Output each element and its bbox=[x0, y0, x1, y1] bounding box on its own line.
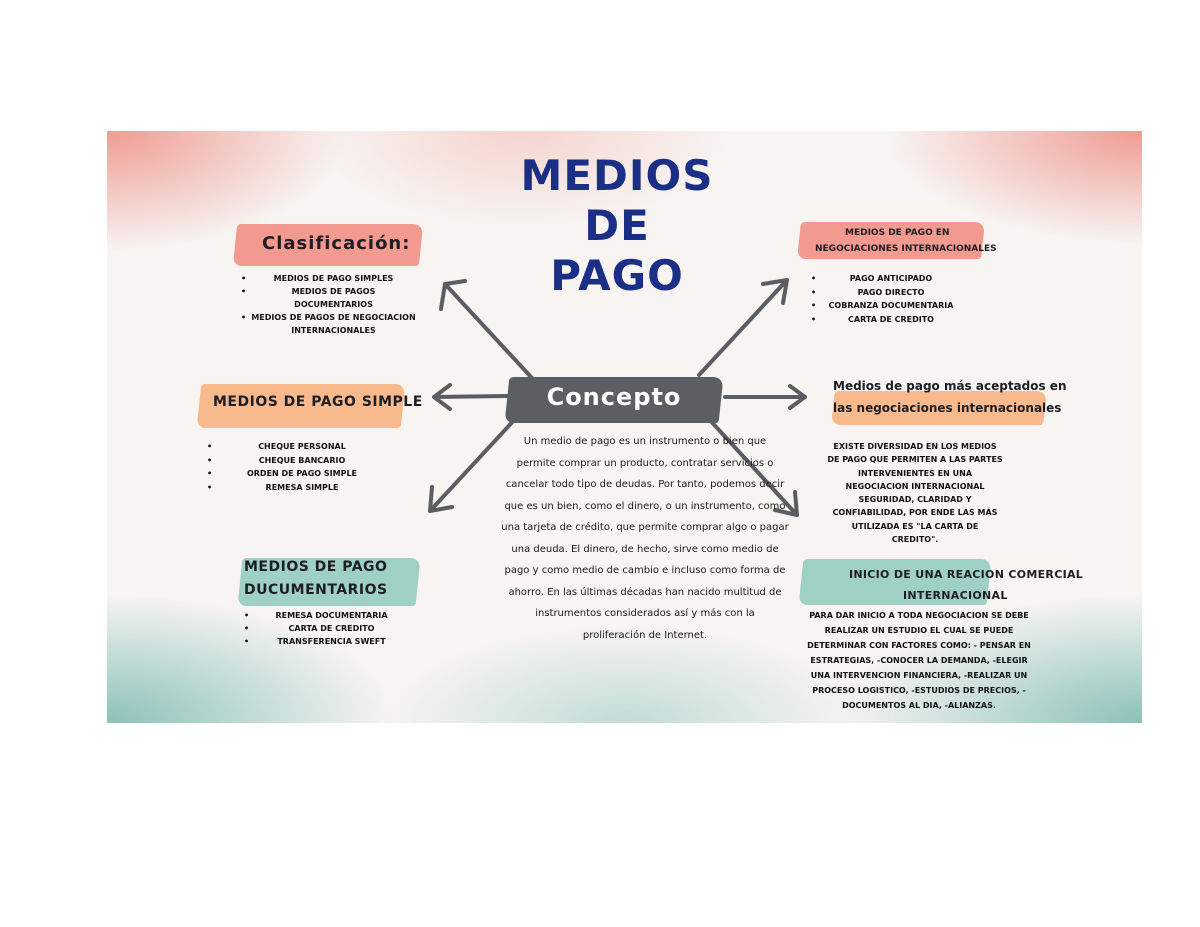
clasificacion-title: Clasificación: bbox=[262, 233, 411, 254]
main-title-line-2: PAGO bbox=[550, 251, 684, 300]
clasificacion-item-2: MEDIOS DE PAGOS DOCUMENTARIOS bbox=[241, 285, 426, 311]
concepto-line-9: instrumentos considerados así y más con … bbox=[535, 608, 755, 619]
concepto-line-2: permite comprar un producto, contratar s… bbox=[516, 457, 774, 469]
main-title-line-1: MEDIOS DE bbox=[520, 151, 714, 250]
inicio-line-1: PARA DAR INICIO A TODA NEGOCIACION SE DE… bbox=[809, 611, 1029, 620]
arrow-to-internacionales bbox=[697, 278, 789, 377]
aceptados-line-6: CONFIABILIDAD, POR ENDE LAS MÁS bbox=[832, 508, 998, 518]
concepto-label: Concepto bbox=[546, 383, 682, 411]
simple-list: CHEQUE PERSONAL CHEQUE BANCARIO ORDEN DE… bbox=[207, 440, 397, 494]
clasificacion-item-1: MEDIOS DE PAGO SIMPLES bbox=[241, 272, 426, 285]
internacionales-list: PAGO ANTICIPADO PAGO DIRECTO COBRANZA DO… bbox=[811, 272, 971, 326]
concepto-text: Un medio de pago es un instrumento o bie… bbox=[485, 431, 805, 646]
concepto-line-4: que es un bien, como el dinero, o un ins… bbox=[504, 500, 786, 512]
inicio-line-4: ESTRATEGIAS, -CONOCER LA DEMANDA, -ELEGI… bbox=[810, 656, 1028, 665]
inicio-title: INICIO DE UNA REACION COMERCIAL INTERNAC… bbox=[849, 564, 1083, 606]
inicio-line-2: REALIZAR UN ESTUDIO EL CUAL SE PUEDE bbox=[824, 626, 1014, 635]
simple-title: MEDIOS DE PAGO SIMPLE bbox=[213, 394, 423, 410]
concepto-line-10: proliferación de Internet. bbox=[582, 629, 708, 641]
documentarios-list: REMESA DOCUMENTARIA CARTA DE CREDITO TRA… bbox=[244, 609, 419, 648]
clasificacion-item-3: MEDIOS DE PAGOS DE NEGOCIACION INTERNACI… bbox=[241, 311, 426, 337]
arrow-to-documentarios bbox=[428, 415, 519, 513]
aceptados-line-1: EXISTE DIVERSIDAD EN LOS MEDIOS bbox=[833, 442, 997, 451]
aceptados-title: Medios de pago más aceptados en las nego… bbox=[833, 375, 1066, 419]
documentarios-title-line-1: MEDIOS DE PAGO bbox=[244, 559, 388, 575]
documentarios-title: MEDIOS DE PAGO DUCUMENTARIOS bbox=[244, 556, 388, 602]
inicio-title-line-2: INTERNACIONAL bbox=[903, 589, 1008, 602]
aceptados-title-line-2: las negociaciones internacionales bbox=[833, 401, 1062, 415]
inicio-title-line-1: INICIO DE UNA REACION COMERCIAL bbox=[849, 568, 1084, 581]
aceptados-title-line-1: Medios de pago más aceptados en bbox=[833, 379, 1067, 393]
simple-item-4: REMESA SIMPLE bbox=[207, 481, 397, 495]
simple-item-1: CHEQUE PERSONAL bbox=[207, 440, 397, 454]
aceptados-line-3: INTERVENIENTES EN UNA bbox=[857, 468, 973, 478]
documentarios-item-3: TRANSFERENCIA SWEFT bbox=[244, 635, 419, 648]
internacionales-item-2: PAGO DIRECTO bbox=[811, 286, 971, 300]
arrow-to-clasificacion bbox=[439, 279, 534, 380]
inicio-line-5: UNA INTERVENCION FINANCIERA, -REALIZAR U… bbox=[810, 671, 1028, 680]
documentarios-item-1: REMESA DOCUMENTARIA bbox=[244, 609, 419, 622]
concepto-line-3: cancelar todo tipo de deudas. Por tanto,… bbox=[505, 479, 785, 490]
concepto-line-1: Un medio de pago es un instrumento o bie… bbox=[523, 436, 767, 447]
internacionales-title-line-2: NEGOCIACIONES INTERNACIONALES bbox=[815, 244, 997, 254]
simple-item-3: ORDEN DE PAGO SIMPLE bbox=[207, 467, 397, 481]
mind-map-canvas: MEDIOS DE PAGO Concepto Un medio de pago… bbox=[107, 131, 1142, 723]
inicio-text: PARA DAR INICIO A TODA NEGOCIACION SE DE… bbox=[789, 608, 1049, 713]
internacionales-item-1: PAGO ANTICIPADO bbox=[811, 272, 971, 286]
concepto-line-6: una deuda. El dinero, de hecho, sirve co… bbox=[511, 543, 779, 555]
inicio-line-7: DOCUMENTOS AL DIA, -ALIANZAS. bbox=[842, 701, 996, 710]
inicio-line-6: PROCESO LOGISTICO, -ESTUDIOS DE PRECIOS,… bbox=[812, 686, 1026, 695]
connector-arrows bbox=[428, 278, 807, 517]
concepto-line-7: pago y como medio de cambio e incluso co… bbox=[504, 565, 786, 576]
aceptados-line-7: UTILIZADA ES "LA CARTA DE bbox=[851, 521, 979, 531]
simple-item-2: CHEQUE BANCARIO bbox=[207, 454, 397, 468]
arrow-to-aceptados bbox=[723, 384, 807, 410]
internacionales-title-line-1: MEDIOS DE PAGO EN bbox=[845, 228, 950, 238]
documentarios-title-line-2: DUCUMENTARIOS bbox=[244, 582, 388, 598]
main-title: MEDIOS DE PAGO bbox=[507, 151, 727, 301]
aceptados-line-8: CREDITO". bbox=[891, 535, 939, 545]
aceptados-text: EXISTE DIVERSIDAD EN LOS MEDIOS DE PAGO … bbox=[815, 440, 1015, 546]
arrow-to-simple bbox=[432, 383, 509, 411]
internacionales-item-3: COBRANZA DOCUMENTARIA bbox=[811, 299, 971, 313]
aceptados-line-2: DE PAGO QUE PERMITEN A LAS PARTES bbox=[827, 455, 1003, 465]
clasificacion-list: MEDIOS DE PAGO SIMPLES MEDIOS DE PAGOS D… bbox=[241, 272, 426, 337]
internacionales-title: MEDIOS DE PAGO EN NEGOCIACIONES INTERNAC… bbox=[815, 225, 997, 257]
inicio-line-3: DETERMINAR CON FACTORES COMO: - PENSAR E… bbox=[807, 641, 1031, 650]
aceptados-line-5: SEGURIDAD, CLARIDAD Y bbox=[858, 495, 972, 505]
concepto-line-8: ahorro. En las últimas décadas han nacid… bbox=[508, 586, 782, 598]
internacionales-item-4: CARTA DE CREDITO bbox=[811, 313, 971, 327]
documentarios-item-2: CARTA DE CREDITO bbox=[244, 622, 419, 635]
aceptados-line-4: NEGOCIACION INTERNACIONAL bbox=[845, 481, 985, 491]
concepto-line-5: una tarjeta de crédito, que permite comp… bbox=[501, 522, 789, 533]
arrow-to-inicio bbox=[705, 415, 799, 517]
